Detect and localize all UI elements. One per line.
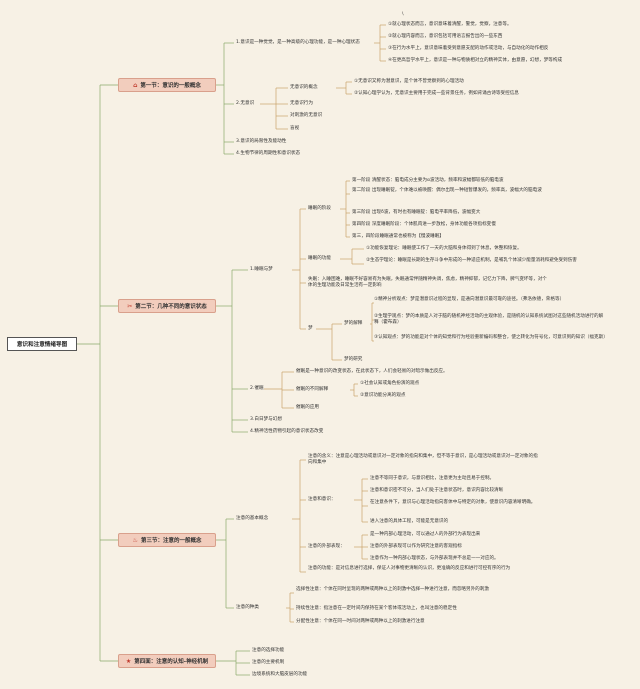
- node-sleep-s5[interactable]: 第三，四阶段睡眠通常也被称为【慢波睡眠】: [352, 234, 444, 239]
- node-attention-r1[interactable]: 注意不等同于意识，与意识相比，注意更为主动且易于控制。: [370, 476, 495, 481]
- node-hypnosis[interactable]: 2.催眠: [250, 386, 264, 391]
- node-attention-func[interactable]: 注意的功能：是对信息进行选择，保证人对事物更清晰的认识，更准确的反应和进行可控有…: [308, 566, 511, 571]
- node-sleep-f1[interactable]: ①功能恢复理论：睡眠使工作了一天的大脑和身体得到了休息，休整和恢复。: [366, 246, 522, 251]
- section-3-label: 第三节：注意的一般概念: [140, 538, 202, 544]
- node-attention-r4[interactable]: 进入注意的具体工程，可能是无意识的: [370, 519, 449, 524]
- node-attention-types[interactable]: 注意的种类: [236, 605, 259, 610]
- node-dream[interactable]: 梦: [308, 326, 313, 331]
- node-sleep-dream[interactable]: 1.睡眠与梦: [250, 267, 273, 272]
- node-n2-2[interactable]: 无意识行为: [290, 101, 313, 106]
- section-1-label: 第一节：意识的一般概念: [140, 83, 201, 89]
- section-3-node[interactable]: ♨第三节：注意的一般概念: [118, 533, 216, 547]
- node-drugs[interactable]: 4.精神活性药物引起的意识状态改变: [250, 429, 324, 434]
- section-4-node[interactable]: ★第四面：注意的认知-神经机制: [118, 654, 216, 668]
- node-n2-3[interactable]: 对刺激的无意识: [290, 113, 323, 118]
- node-attention-t1[interactable]: 选择性注意：个体在同时呈现的两种或两种以上的刺激中选择一种进行注意，而忽略另外的…: [296, 587, 489, 592]
- node-hypnosis-t1[interactable]: ①社会认知或角色扮演的观点: [360, 381, 420, 386]
- node-n2-1a[interactable]: ①无意识又称为潜意识，是个体不曾觉察到的心理活动: [354, 79, 464, 84]
- node-insomnia[interactable]: 失眠：入睡困难，睡眠不好容易有为失眠，失眠通常伴随精神失调，焦虑，精神抑郁，记忆…: [308, 277, 547, 288]
- node-dream-e1[interactable]: ①精神分析观点：梦是潜意识过程的显现，是通向潜意识最可靠的途径。（弗洛依德，荣格…: [374, 297, 565, 302]
- node-n1-3[interactable]: ③在行为水平上，意识意味着受到意愿支配的动作或活动，与自动化的动作相反: [388, 46, 549, 51]
- node-n2[interactable]: 2.无意识: [236, 101, 255, 106]
- node-hypnosis-def[interactable]: 催眠是一种意识的改变状态，在此状态下，人们会轻易的对暗示做出反应。: [296, 369, 448, 374]
- node-sleep-s1[interactable]: 第一阶段 清醒状态：脑电成分主要为α波活动，频率和波幅都较低的脑电波: [352, 178, 504, 183]
- node-attention-e3[interactable]: 注意作为一种内部心理状态，与外部表现并不总是一一对应的。: [370, 556, 499, 561]
- node-attention-r2[interactable]: 注意和意识密不可分，当人们处于注意状态时，意识内容比较清晰: [370, 488, 504, 493]
- section-1-node[interactable]: ⌂第一节：意识的一般概念: [118, 78, 216, 92]
- node-n1-2[interactable]: ②就心理内容而言，意识包括可用语言报告出的一些东西: [388, 34, 503, 39]
- fire-icon: ♨: [132, 536, 138, 544]
- star-icon: ★: [125, 657, 132, 665]
- node-hypnosis-app[interactable]: 催眠的应用: [296, 405, 319, 410]
- node-n2-4[interactable]: 盲视: [290, 126, 300, 131]
- node-sleep-func[interactable]: 睡眠的功能: [308, 256, 331, 261]
- node-attention-e2[interactable]: 注意的外部表现可以作为研究注意的客观指标: [370, 544, 462, 549]
- node-sleep-f2[interactable]: ②生态学理论：睡眠是长期的生存斗争中形成的一种适应机制，是哺乳个体减少能量消耗和…: [366, 258, 577, 263]
- node-dream-e2[interactable]: ②生理学观点：梦的本质是人对于脑的随机神经活动的主观体验，是随机的认知系统试图对…: [374, 314, 604, 325]
- node-sleep-s2[interactable]: 第二阶段 出现睡眠锭，个体难以被唤醒：偶尔出现一种短暂爆发的，频率高，波幅大的脑…: [352, 188, 542, 193]
- node-sleep-s4[interactable]: 第四阶段 深度睡眠阶段：个体肌肉进一步放松，身体功能各项指标变慢: [352, 222, 496, 227]
- node-dream-research[interactable]: 梦的研究: [344, 357, 363, 362]
- section-2-label: 第二节：几种不同的意识状态: [135, 304, 207, 310]
- section-2-node[interactable]: ✂第二节：几种不同的意识状态: [118, 299, 216, 313]
- node-limbic-cortex[interactable]: 边境系统和大脑皮层的功能: [252, 672, 308, 677]
- node-sleep-stage[interactable]: 睡眠的阶段: [308, 206, 331, 211]
- node-n1-0: \: [402, 12, 404, 17]
- node-attention-basic[interactable]: 注意的基本概念: [236, 516, 269, 521]
- node-attention-def[interactable]: 注意的含义：注意是心理活动或意识对一定对象的指向和集中，但不等于意识，是心理活动…: [308, 454, 538, 465]
- node-hypnosis-t2[interactable]: ②意识功能分离的观点: [360, 393, 406, 398]
- node-attention-mechanism[interactable]: 注意的主要机制: [252, 660, 285, 665]
- node-attention-select-func[interactable]: 注意的选择功能: [252, 648, 285, 653]
- node-n1[interactable]: 1.意识是一种觉觉，是一种高级的心理功能，是一种心理状态: [236, 40, 360, 45]
- node-n1-1[interactable]: ①就心理状态而言，意识意味着清醒，警觉，觉察，注意等。: [388, 22, 512, 27]
- node-attention-e1[interactable]: 是一种内部心理活动，可以通过人的外部行为表现出来: [370, 532, 481, 537]
- node-n2-1b[interactable]: ②认知心理学认为，无意识主要用于完成一些背景任务，例如背诵古诗等受控信息: [354, 91, 519, 96]
- section-4-label: 第四面：注意的认知-神经机制: [134, 659, 209, 665]
- node-daydream[interactable]: 3.白日梦与幻想: [250, 417, 282, 422]
- node-attention-rel[interactable]: 注意和意识：: [308, 497, 336, 502]
- node-hypnosis-theory[interactable]: 催眠的不同解释: [296, 387, 329, 392]
- tools-icon: ✂: [127, 302, 133, 310]
- node-attention-ext[interactable]: 注意的外部表现：: [308, 544, 345, 549]
- node-n1-4[interactable]: ④在更高哲学水平上，意识是一种与物质相对立的精神实体，由意愿，幻想，梦等构成: [388, 58, 563, 63]
- node-dream-e3[interactable]: ③认知观点：梦的功能是对个体的知觉和行为经验重新编码和整合，使之转化为符号化，可…: [374, 335, 608, 340]
- node-attention-t2[interactable]: 持续性注意：指注意在一定时间内保持在某个客体或活动上，也叫注意的稳定性: [296, 606, 457, 611]
- root-node[interactable]: 意识和注意情绪导图: [7, 337, 77, 351]
- home-icon: ⌂: [133, 81, 138, 89]
- node-n2-1[interactable]: 无意识的概念: [290, 85, 318, 90]
- node-n3[interactable]: 3.意识的局限性及能动性: [236, 139, 287, 144]
- node-attention-t3[interactable]: 分配性注意：个体在同一时间对两种或两种以上的刺激进行注意: [296, 619, 425, 624]
- node-dream-exp[interactable]: 梦的解释: [344, 321, 363, 326]
- node-attention-r3[interactable]: 在注意条件下，意识与心理活动指向客体中与特定的对象，使意识内容清晰明确。: [370, 500, 536, 505]
- node-sleep-s3[interactable]: 第三阶段 出现δ波，有时也有睡眠锭：脑电平率降低，波幅变大: [352, 210, 481, 215]
- node-n4[interactable]: 4.生物节律的周期性和意识状态: [236, 151, 301, 156]
